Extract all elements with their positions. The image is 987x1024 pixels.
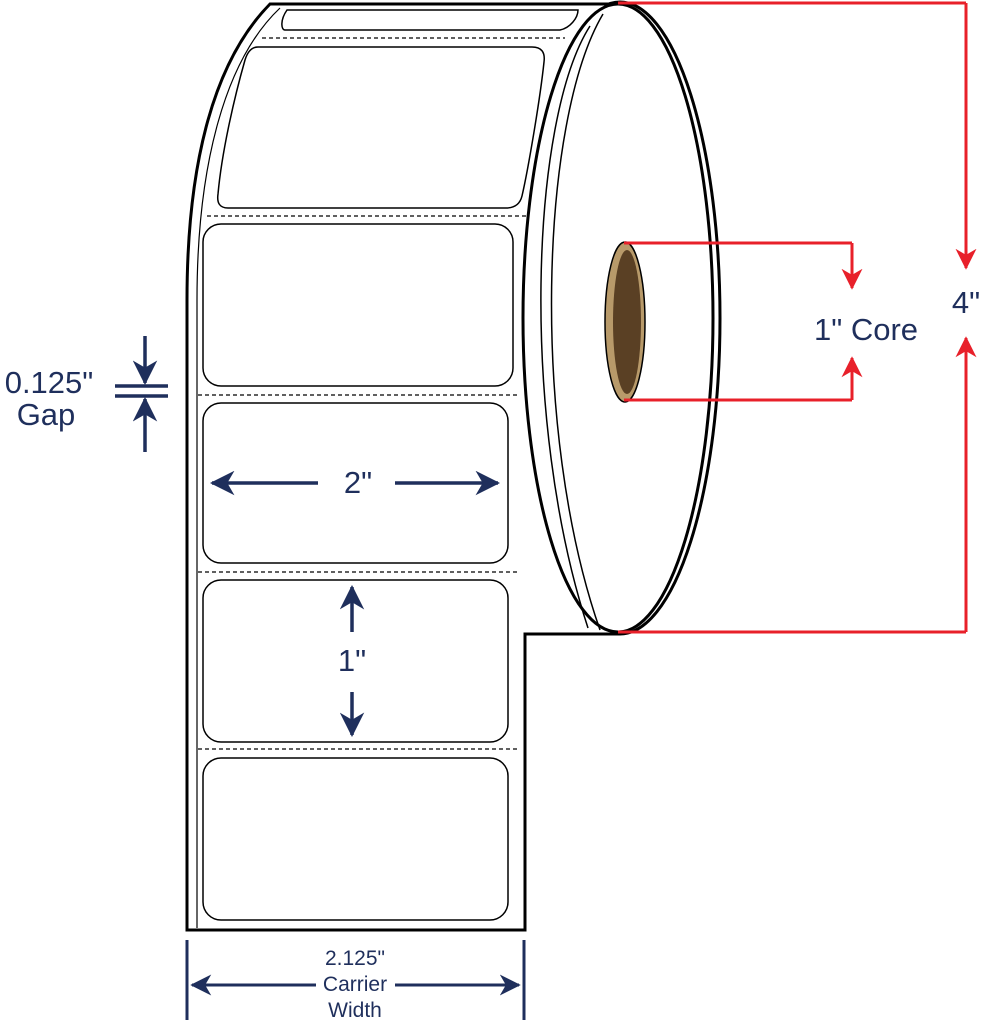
core-label: 1" Core (814, 312, 918, 347)
carrier-width-label-1: Carrier (323, 973, 387, 996)
label-4 (202, 579, 509, 743)
roll-edge-line (540, 25, 591, 629)
carrier-inner-edge (196, 7, 281, 928)
roll-core (604, 241, 646, 403)
diameter-dimension (618, 1, 977, 634)
label-5 (202, 757, 509, 921)
diameter-label: 4" (952, 285, 980, 320)
carrier-width-label-2: Width (328, 999, 382, 1022)
gap-dimension (115, 336, 168, 452)
carrier-width-dimension (185, 940, 526, 1020)
label-1 (216, 46, 545, 209)
gap-label: Gap (17, 397, 76, 432)
carrier-width-value: 2.125" (325, 947, 385, 970)
labels (198, 9, 579, 921)
core-hole (613, 250, 641, 394)
label-3 (202, 402, 509, 564)
core-dimension (624, 241, 863, 402)
label-width-value: 2" (344, 465, 372, 500)
gap-value: 0.125" (5, 365, 94, 400)
label-top-partial (281, 9, 579, 31)
label-height-value: 1" (338, 643, 366, 678)
roll-edge-line-2 (550, 13, 604, 631)
label-2 (202, 223, 514, 387)
